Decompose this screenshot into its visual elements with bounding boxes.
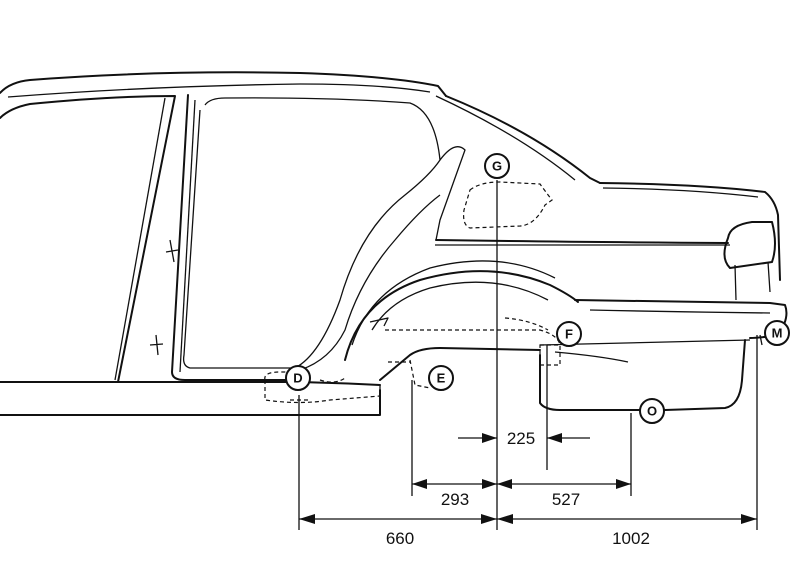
reference-lines xyxy=(298,180,758,530)
point-f: F xyxy=(556,321,582,347)
point-m-label: M xyxy=(772,326,783,341)
dimension-660-label: 660 xyxy=(386,529,414,548)
dimension-660: 660 xyxy=(299,514,497,548)
hidden-reference-lines xyxy=(264,181,561,404)
point-o: O xyxy=(639,398,665,424)
point-d: D xyxy=(285,365,311,391)
point-o-label: O xyxy=(647,404,657,419)
car-body-outline xyxy=(0,71,788,416)
point-d-label: D xyxy=(293,371,302,386)
dimension-1002-label: 1002 xyxy=(612,529,650,548)
dimension-225: 225 xyxy=(458,429,590,448)
dimension-225-label: 225 xyxy=(507,429,535,448)
point-e-label: E xyxy=(437,371,446,386)
point-e: E xyxy=(428,365,454,391)
point-m: M xyxy=(764,320,790,346)
point-g: G xyxy=(484,153,510,179)
point-g-label: G xyxy=(492,159,502,174)
dimension-293-label: 293 xyxy=(441,490,469,509)
dimension-1002: 1002 xyxy=(497,514,757,548)
dimension-527-label: 527 xyxy=(552,490,580,509)
point-f-label: F xyxy=(565,327,573,342)
dimension-527: 527 xyxy=(497,479,631,509)
dimension-293: 293 xyxy=(412,479,497,509)
